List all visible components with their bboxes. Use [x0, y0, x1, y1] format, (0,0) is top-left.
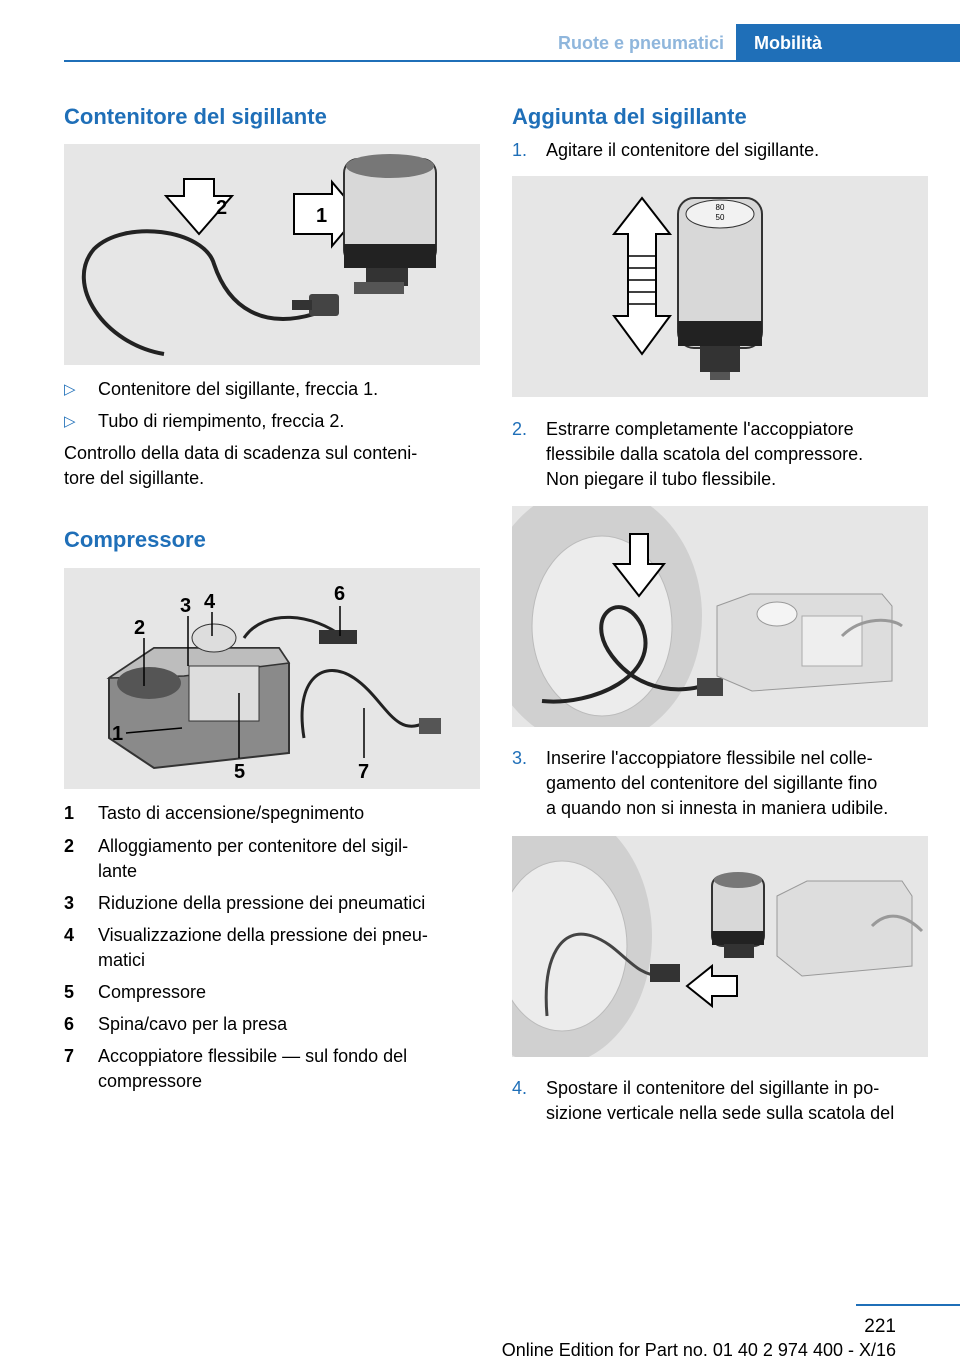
page-number: 221 [864, 1316, 896, 1337]
triangle-bullet-icon: ▷ [64, 413, 76, 430]
list-item: ▷ Contenitore del sigillante, freccia 1. [64, 377, 480, 402]
sealant-heading: Contenitore del sigillante [64, 104, 327, 129]
shake-figure: 80 50 [512, 176, 928, 397]
figure-label: 1 [316, 205, 327, 227]
gauge-text: 80 [716, 203, 725, 212]
figure-label: 2 [216, 197, 227, 219]
list-item: ▷ Tubo di riempimento, freccia 2. [64, 409, 480, 434]
list-item: 3 Riduzione della pressione dei pneumati… [64, 893, 426, 913]
figure-label: 4 [204, 591, 216, 613]
list-item: 2 Alloggiamento per contenitore del sigi… [64, 836, 409, 881]
add-sealant-heading: Aggiunta del sigillante [512, 104, 747, 129]
header-rule [64, 60, 960, 62]
list-item: 5 Compressore [64, 982, 207, 1002]
header-chapter-tab: Mobilità [736, 24, 960, 62]
connect-hose-figure [512, 836, 928, 1057]
sealant-paragraph: Controllo della data di scadenza sul con… [64, 443, 418, 488]
step-item: 4. Spostare il contenitore del sigillant… [512, 1078, 895, 1123]
footer-rule [856, 1304, 960, 1306]
figure-label: 2 [134, 617, 145, 639]
step-item: 2. Estrarre completamente l'accoppiatore… [512, 419, 864, 489]
edition-note: Online Edition for Part no. 01 40 2 974 … [501, 1340, 896, 1360]
compressor-figure: 1 2 3 4 5 6 7 [64, 568, 480, 789]
figure-label: 3 [180, 595, 191, 617]
step-item: 3. Inserire l'accoppiatore flessibile ne… [512, 748, 889, 818]
figure-label: 6 [334, 583, 345, 605]
step-item: 1. Agitare il contenitore del sigillante… [512, 140, 820, 160]
sealant-container-figure: 2 1 [64, 144, 480, 365]
list-item: 7 Accoppiatore flessibile — sul fondo de… [64, 1046, 408, 1091]
extract-hose-figure [512, 506, 928, 727]
list-item: 6 Spina/cavo per la presa [64, 1014, 288, 1034]
gauge-text: 50 [716, 213, 725, 222]
list-item: 1 Tasto di accensione/spegnimento [64, 803, 365, 823]
figure-label: 1 [112, 723, 123, 745]
compressor-heading: Compressore [64, 527, 206, 552]
header-section-title: Ruote e pneumatici [557, 33, 724, 53]
list-item: 4 Visualizzazione della pressione dei pn… [64, 925, 428, 970]
figure-label: 7 [358, 761, 369, 783]
figure-label: 5 [234, 761, 245, 783]
triangle-bullet-icon: ▷ [64, 381, 76, 398]
